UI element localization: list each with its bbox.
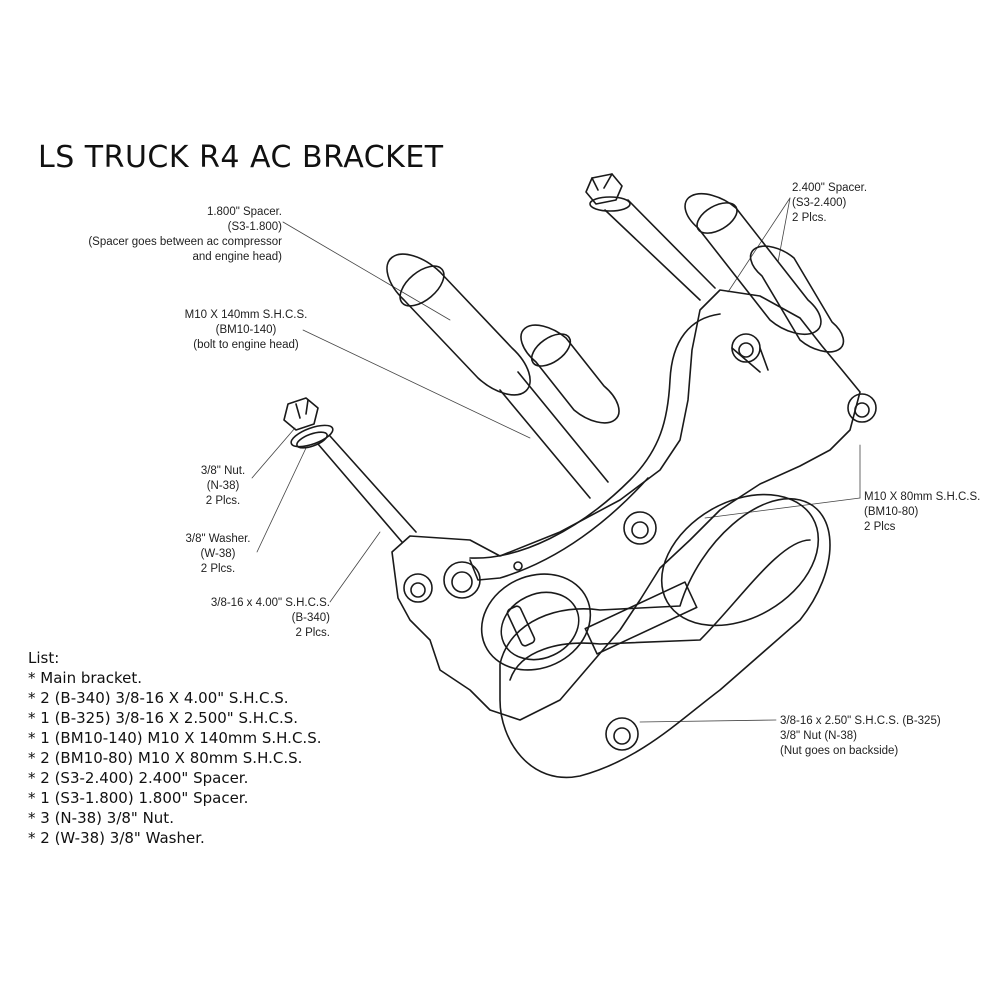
callout-line: 2 Plcs. (205, 495, 241, 507)
callout-b340: 3/8-16 x 4.00" S.H.C.S. (B-340) 2 Plcs. (180, 596, 330, 641)
callout-spacer-1800: 1.800" Spacer. (S3-1.800) (Spacer goes b… (60, 205, 282, 265)
callout-line: M10 X 80mm S.H.C.S. (864, 491, 981, 503)
main-bracket (391, 289, 877, 721)
spacer-2400-front (749, 245, 845, 353)
parts-list: List: * Main bracket. * 2 (B-340) 3/8-16… (28, 648, 321, 848)
callout-line: (S3-2.400) (792, 197, 847, 209)
spacer-2400-rear (684, 193, 822, 335)
callout-line: M10 X 140mm S.H.C.S. (184, 309, 308, 321)
callout-nut: 3/8" Nut. (N-38) 2 Plcs. (190, 464, 256, 509)
parts-list-item: * Main bracket. (28, 669, 143, 687)
callout-line: 3/8" Nut (N-38) (780, 730, 857, 742)
parts-list-item: * 3 (N-38) 3/8" Nut. (28, 809, 174, 827)
callout-line: (B-340) (291, 612, 330, 624)
callout-line: 2 Plcs. (200, 563, 236, 575)
callout-line: (Nut goes on backside) (780, 745, 899, 757)
parts-list-item: * 2 (S3-2.400) 2.400" Spacer. (28, 769, 249, 787)
drawing-title: LS TRUCK R4 AC BRACKET (38, 140, 444, 175)
parts-list-item: * 2 (B-340) 3/8-16 X 4.00" S.H.C.S. (28, 689, 289, 707)
callout-line: (bolt to engine head) (193, 339, 299, 351)
round-flange (480, 573, 592, 671)
callout-washer: 3/8" Washer. (W-38) 2 Plcs. (178, 532, 258, 577)
callout-line: (BM10-80) (864, 506, 919, 518)
callout-line: and engine head) (192, 251, 282, 263)
parts-list-item: * 1 (B-325) 3/8-16 X 2.500" S.H.C.S. (28, 709, 299, 727)
b340-bolt (283, 397, 417, 543)
callout-b325: 3/8-16 x 2.50" S.H.C.S. (B-325) 3/8" Nut… (780, 714, 941, 759)
callout-line: (S3-1.800) (227, 221, 282, 233)
callout-line: (BM10-140) (215, 324, 277, 336)
callout-line: (Spacer goes between ac compressor (88, 236, 282, 248)
callout-line: 2 Plcs. (792, 212, 827, 224)
parts-list-item: * 1 (BM10-140) M10 X 140mm S.H.C.S. (28, 729, 322, 747)
parts-list-item: * 2 (BM10-80) M10 X 80mm S.H.C.S. (28, 749, 303, 767)
callout-line: 2 Plcs. (295, 627, 330, 639)
tensioner-arm (499, 493, 831, 779)
callout-spacer-2400: 2.400" Spacer. (S3-2.400) 2 Plcs. (792, 181, 867, 226)
callout-line: 3/8" Nut. (200, 465, 246, 477)
rear-boss (520, 324, 620, 424)
callout-line: 2.400" Spacer. (792, 182, 868, 194)
callout-line: 2 Plcs (864, 521, 896, 533)
callout-m10-140: M10 X 140mm S.H.C.S. (BM10-140) (bolt to… (170, 308, 322, 353)
parts-list-item: * 2 (W-38) 3/8" Washer. (28, 829, 205, 847)
m10-140-bolt (585, 173, 716, 301)
callout-line: 3/8-16 x 2.50" S.H.C.S. (B-325) (780, 715, 941, 727)
parts-list-heading: List: (28, 649, 60, 667)
callout-line: 3/8-16 x 4.00" S.H.C.S. (210, 597, 330, 609)
callout-m10-80: M10 X 80mm S.H.C.S. (BM10-80) 2 Plcs (864, 490, 980, 535)
leader-lines (251, 197, 861, 723)
callout-line: 3/8" Washer. (185, 533, 251, 545)
spacer-1800 (386, 253, 609, 499)
callout-line: (W-38) (200, 548, 236, 560)
callout-line: (N-38) (206, 480, 240, 492)
parts-list-item: * 1 (S3-1.800) 1.800" Spacer. (28, 789, 249, 807)
callout-line: 1.800" Spacer. (206, 206, 282, 218)
